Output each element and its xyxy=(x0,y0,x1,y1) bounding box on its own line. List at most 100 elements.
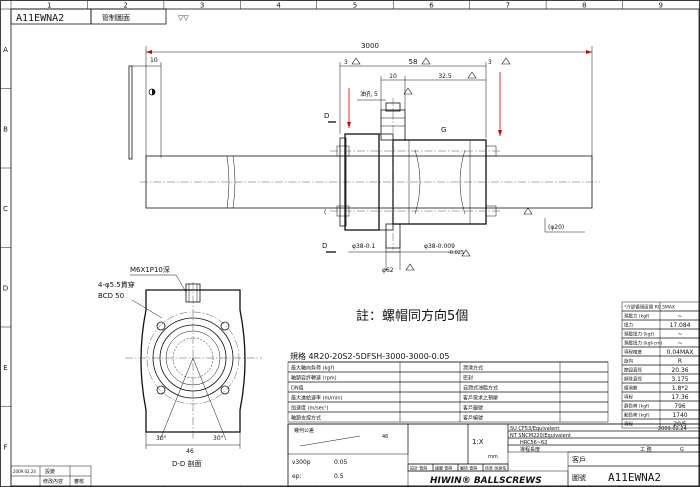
process: 導程長度 xyxy=(520,446,540,453)
section-mark-d-bottom: D xyxy=(322,242,327,250)
width-46: 46 xyxy=(186,448,194,455)
surface-symbol: ▽▽ xyxy=(178,14,189,22)
spec-row-key: 最大進給速率 (m/min) xyxy=(291,395,343,402)
revision-approve: 審核 xyxy=(74,478,84,485)
column-label: 7 xyxy=(506,2,510,10)
property-value: ~ xyxy=(677,331,682,338)
spec-row-key: DN值 xyxy=(291,385,304,392)
row-label: A xyxy=(3,46,8,54)
hole-note-through: 4-φ5.5貫穿 xyxy=(98,280,135,289)
spec-row-key: 加速度 (m/sec²) xyxy=(291,405,329,412)
approval-label: 繪圖 曾蒔 xyxy=(435,465,452,471)
drawing-number-top: A11EWNA2 xyxy=(16,13,64,24)
revision-date: 2009.02.24 xyxy=(13,469,36,474)
property-value: 796 xyxy=(674,403,686,410)
drawing-number-bottom: A11EWNA2 xyxy=(608,471,661,484)
sheet-label: 工 務 xyxy=(640,446,652,453)
column-label: 8 xyxy=(582,2,586,10)
property-value: ~ xyxy=(677,313,682,320)
column-label: 2 xyxy=(123,2,127,10)
property-value: 17.36 xyxy=(671,394,688,401)
hardness: HRC56~62 xyxy=(520,440,547,446)
spec-table: 規格 4R20-20S2-5DFSH-3000-3000-0.05 最大軸向負荷… xyxy=(287,301,700,429)
dim-overall-length: 3000 xyxy=(361,42,379,50)
tolerance-value: 46 xyxy=(382,434,388,440)
property-value: 1.8*2 xyxy=(672,385,689,392)
property-value: 1740 xyxy=(672,412,687,419)
revision-entry: 修改內容 xyxy=(43,478,63,485)
ep-label: ep: xyxy=(292,473,302,480)
dim-32-5: 32.5 xyxy=(438,73,452,80)
property-key: 預壓力 (kgf) xyxy=(624,313,650,320)
dim-10-mid: 10 xyxy=(389,73,397,80)
dim-10-left: 10 xyxy=(150,57,158,64)
row-label: B xyxy=(3,125,8,133)
sheet-value: G xyxy=(680,447,684,453)
property-key: 扭力 xyxy=(624,322,633,329)
column-labels: 1 2 3 4 5 6 7 8 9 xyxy=(10,0,663,487)
revision-block: 2009.02.24 設變 修改內容 審核 xyxy=(10,465,92,487)
section-d-d-view: M6X1P10深 4-φ5.5貫穿 BCD 50 30° 30° 46 xyxy=(98,265,262,468)
fit-right: φ38-0.009 xyxy=(424,243,455,250)
property-key: 循環數 xyxy=(624,385,638,392)
spec-row-key: 軸頸容許轉速 (rpm) xyxy=(291,375,337,382)
property-key: 導程 xyxy=(624,394,633,401)
spec-row-key: 軸頸支撐方式 xyxy=(291,415,321,422)
top-id-box: A11EWNA2 管制圖面 ▽▽ xyxy=(10,8,189,25)
column-label: 1 xyxy=(47,2,51,10)
ballscrew-side-view: 3000 10 xyxy=(128,42,600,274)
section-caption: D-D 剖面 xyxy=(172,459,202,468)
spec-row-key2: 潤滑方式 xyxy=(463,365,483,372)
angle-left: 30° xyxy=(156,435,167,442)
spec-row-key: 最大軸向負荷 (kgf) xyxy=(291,365,334,372)
drawing-no-label: 圖號 xyxy=(572,473,586,482)
column-label: 4 xyxy=(276,2,281,10)
tolerance-title: 幾何公差 xyxy=(294,427,314,434)
bcd-note: BCD 50 xyxy=(98,292,124,300)
property-key: 旋向 xyxy=(624,358,633,365)
property-value: 20/5 xyxy=(673,421,687,428)
revision-designer: 設變 xyxy=(45,468,55,475)
row-label: D xyxy=(3,284,8,292)
brand-name: HIWIN® BALLSCREWS xyxy=(430,476,542,486)
ep-value: 0.5 xyxy=(334,473,344,480)
property-value: 17.084 xyxy=(670,322,691,329)
property-value: 3.175 xyxy=(671,376,688,383)
hole-note-m6: M6X1P10深 xyxy=(130,265,170,274)
dia-62: φ62 xyxy=(382,267,394,274)
row-label: C xyxy=(3,205,8,213)
customer-label: 客戶 xyxy=(572,455,586,464)
property-value: ~ xyxy=(677,340,682,347)
date-1: 2009.02.24 xyxy=(658,426,687,432)
row-label: F xyxy=(3,443,7,451)
spec-row-key2: 自潤式油脂方式 xyxy=(463,385,498,392)
section-mark-d-top: D xyxy=(324,112,329,120)
bracket-ref: ( xyxy=(324,209,326,216)
scale-value: 1:X xyxy=(472,438,484,446)
dim-58: 58 xyxy=(409,58,418,66)
nut-direction-note: 註：螺帽同方向5個 xyxy=(356,308,468,324)
property-key: 鋼珠直徑 xyxy=(624,376,642,383)
spec-row-key2: 客戶圖號 xyxy=(463,405,483,412)
property-key: *冷卻循環區間 R0.5MAX xyxy=(624,304,675,311)
column-label: 9 xyxy=(659,2,663,10)
approval-label: 審核 曾蒔 xyxy=(460,465,477,471)
oil-hole-label: 油孔 xyxy=(360,90,372,98)
spec-row-key2: 客戶需求之預壓 xyxy=(463,395,498,402)
dia-20: (φ20) xyxy=(548,224,564,231)
spec-title: 規格 4R20-20S2-5DFSH-3000-3000-0.05 xyxy=(290,351,450,361)
approval-label: 核准 吳振佑 xyxy=(485,465,506,471)
property-value: 0.04MAX xyxy=(667,349,694,356)
property-key: 動負荷 (kgf) xyxy=(624,412,650,419)
fit-right-sub: -0.025 xyxy=(448,250,464,256)
dim-5: 5 xyxy=(374,91,378,98)
title-block: 幾何公差 46 ν300p 0.05 ep: 0.5 1:X mm 設計 曾蒔繪… xyxy=(287,423,700,487)
angle-right: 30° xyxy=(213,435,224,442)
property-value: 20.36 xyxy=(671,367,688,374)
column-label: 6 xyxy=(429,2,434,10)
column-label: 5 xyxy=(353,2,357,10)
column-label: 3 xyxy=(200,2,204,10)
